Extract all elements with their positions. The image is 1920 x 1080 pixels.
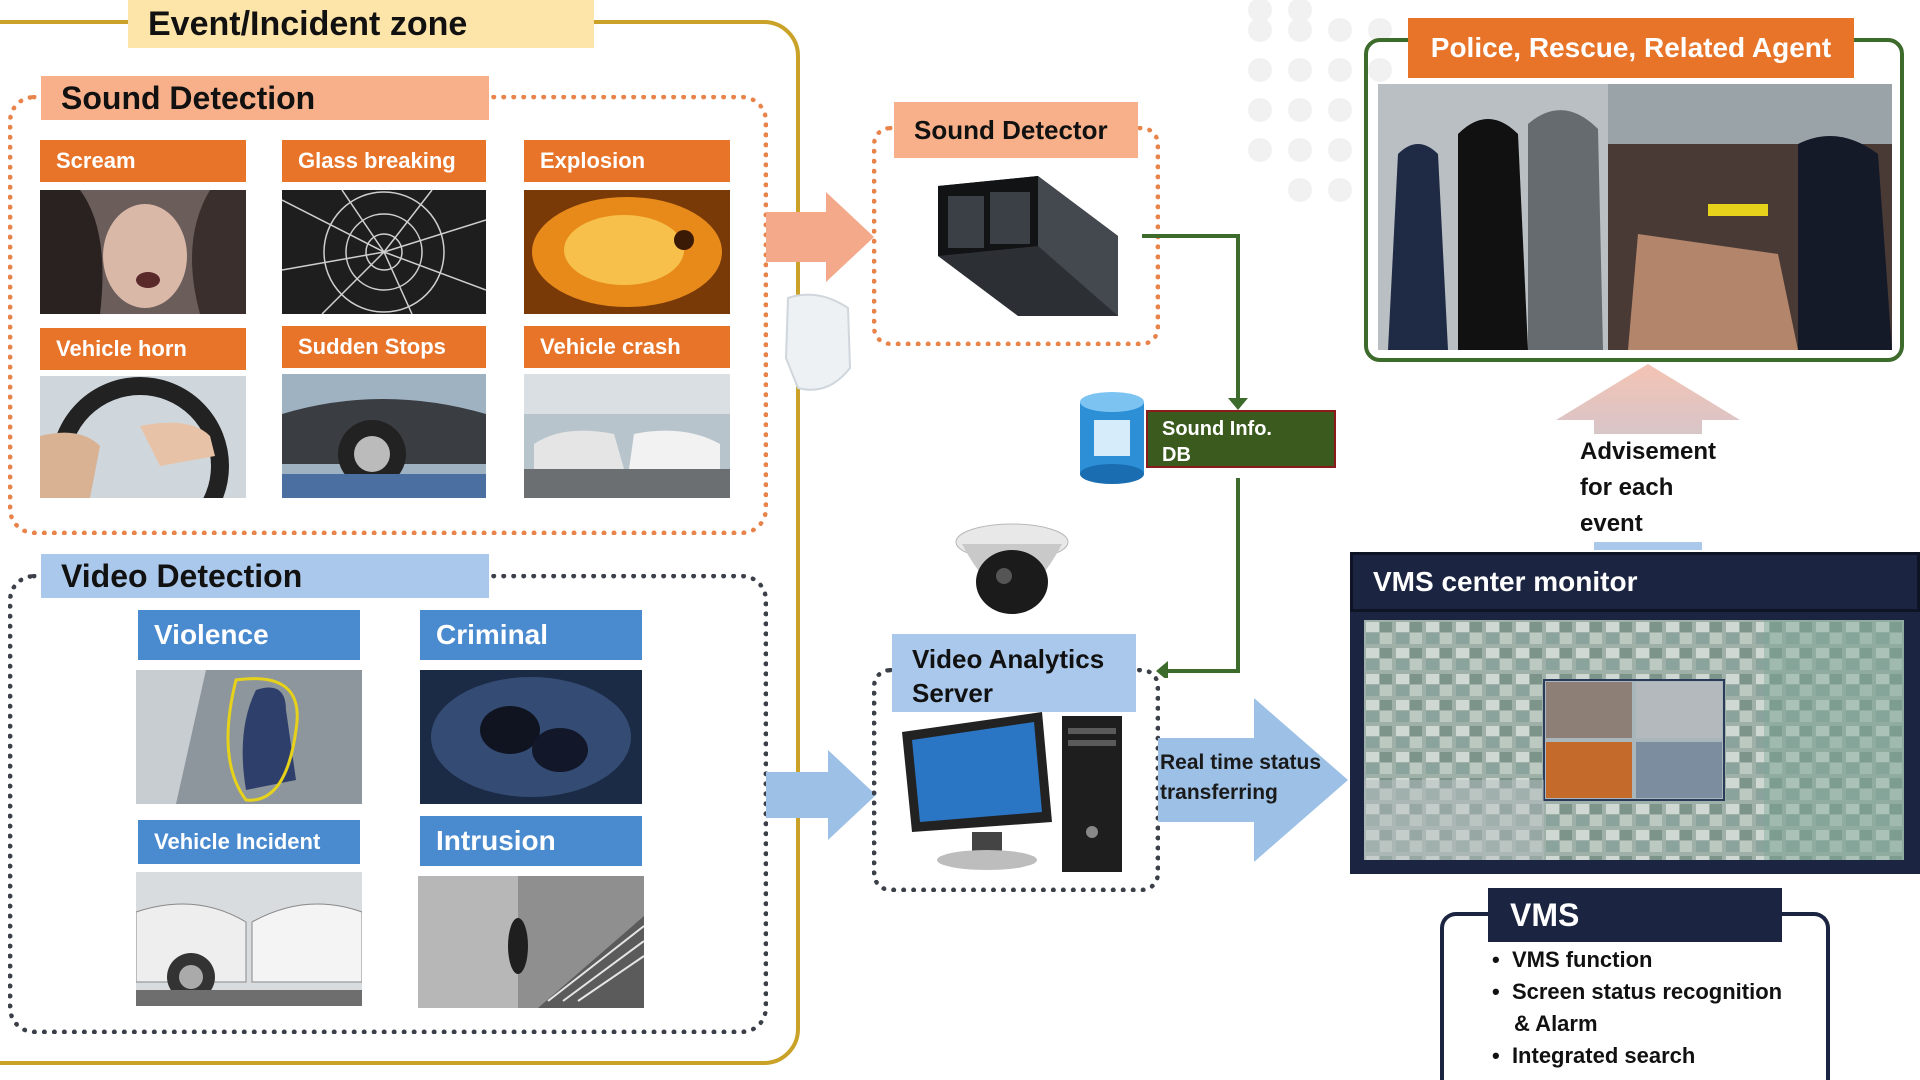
advisement-line1: Advisement: [1580, 438, 1717, 465]
vehicle-horn-photo: [40, 376, 246, 498]
advisement-line3: event: [1580, 510, 1643, 537]
sensor-icon: [784, 293, 852, 391]
video-arrow: [766, 750, 876, 840]
video-server-title-line1: Video Analytics: [912, 644, 1105, 674]
video-detection-title: Video Detection: [41, 554, 489, 598]
glass-breaking-photo: [282, 190, 486, 314]
computer-icon: [902, 712, 1122, 872]
sound-arrow: [766, 192, 874, 282]
vms-bullet-2b-text: & Alarm: [1514, 1011, 1598, 1036]
vehicle-crash-photo: [524, 374, 730, 498]
sound-db-label-line1: Sound Info.: [1162, 418, 1272, 440]
label-vehicle-crash: Vehicle crash: [524, 326, 730, 368]
dome-camera-icon: [955, 523, 1069, 614]
sudden-stops-photo: [282, 374, 486, 498]
realtime-label-line1: Real time status: [1160, 751, 1322, 774]
label-sudden-stops: Sudden Stops: [282, 326, 486, 368]
sound-detection-title: Sound Detection: [41, 76, 489, 120]
intrusion-photo: [418, 876, 644, 1008]
vms-monitor-screen: [1350, 612, 1920, 874]
label-explosion: Explosion: [524, 140, 730, 182]
vms-bullet-2-continued: & Alarm: [1492, 1008, 1822, 1040]
vms-bullet-1-text: VMS function: [1511, 947, 1653, 972]
sound-db-label-line2: DB: [1162, 444, 1191, 466]
label-intrusion: Intrusion: [420, 816, 642, 866]
label-glass-breaking: Glass breaking: [282, 140, 486, 182]
sound-db-label: Sound Info. DB: [1146, 410, 1336, 468]
video-detection-group: [8, 574, 768, 1034]
label-vehicle-incident: Vehicle Incident: [138, 820, 360, 864]
label-criminal: Criminal: [420, 610, 642, 660]
criminal-photo: [420, 670, 642, 804]
sound-detector-device: [938, 176, 1118, 316]
violence-photo: [136, 670, 362, 804]
zone-title: Event/Incident zone: [128, 0, 594, 48]
explosion-photo: [524, 190, 730, 314]
vms-bullet-2: • Screen status recognition: [1492, 979, 1783, 1004]
sound-detector-title: Sound Detector: [894, 102, 1138, 158]
label-violence: Violence: [138, 610, 360, 660]
decorative-dots: [1248, 0, 1392, 202]
advisement-line2: for each: [1580, 474, 1674, 501]
vms-monitor-title: VMS center monitor: [1350, 552, 1920, 612]
vms-video-wall: [1364, 620, 1904, 860]
advisement-label: Advisement for each event: [1580, 434, 1750, 542]
vms-bullet-3: • Integrated search: [1492, 1043, 1696, 1068]
vms-bullet-3-text: Integrated search: [1511, 1043, 1696, 1068]
database-icon: [1080, 392, 1144, 484]
vms-bullet-list: • VMS function • Screen status recogniti…: [1492, 944, 1822, 1072]
video-server-title: Video Analytics Server: [892, 634, 1136, 712]
sound-to-server-connector: [1142, 234, 1248, 678]
vehicle-incident-photo: [136, 872, 362, 1006]
label-scream: Scream: [40, 140, 246, 182]
video-server-title-line2: Server: [912, 678, 993, 708]
agents-title: Police, Rescue, Related Agent: [1408, 18, 1854, 78]
label-vehicle-horn: Vehicle horn: [40, 328, 246, 370]
realtime-label-line2: transferring: [1160, 781, 1278, 804]
realtime-label: Real time status transferring: [1160, 748, 1350, 808]
vms-title: VMS: [1488, 888, 1782, 942]
agents-photo: [1378, 84, 1892, 350]
realtime-arrow: [1158, 698, 1348, 862]
vms-bullet-2-text: Screen status recognition: [1511, 979, 1783, 1004]
scream-photo: [40, 190, 246, 314]
vms-bullet-1: • VMS function: [1492, 947, 1653, 972]
